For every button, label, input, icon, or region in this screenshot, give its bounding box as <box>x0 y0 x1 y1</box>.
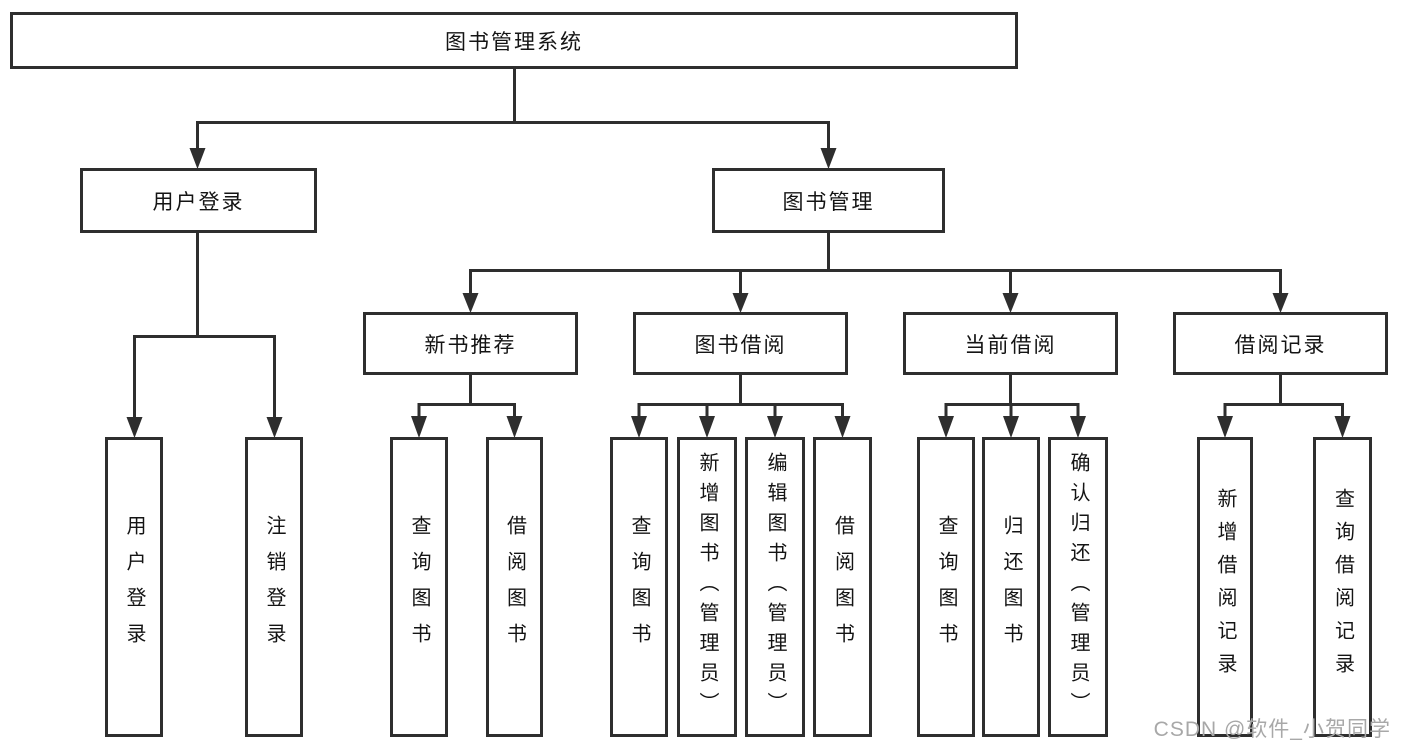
arrowheads-new-book-children <box>411 416 523 438</box>
node-new-book-recommendation: 新书推荐 <box>363 312 578 375</box>
node-label: 图书管理 <box>782 190 875 214</box>
connector-root-to-level2 <box>196 69 830 150</box>
node-user-login: 用户登录 <box>80 168 317 233</box>
node-label: 用户登录 <box>123 515 145 659</box>
node-label: 确认归还（管理员） <box>1067 452 1089 722</box>
leaf-user-login: 用户登录 <box>105 437 163 737</box>
connector-user-login-children <box>133 233 276 419</box>
leaf-query-book-recommend: 查询图书 <box>390 437 448 737</box>
leaf-query-book-borrowing: 查询图书 <box>610 437 668 737</box>
arrowheads-book-management-children <box>462 293 1289 313</box>
node-label: 借阅记录 <box>1234 333 1327 357</box>
arrowheads-root-to-level2 <box>189 148 837 169</box>
leaf-add-borrow-record: 新增借阅记录 <box>1197 437 1253 737</box>
csdn-watermark: CSDN @软件_小贺同学 <box>1153 718 1391 741</box>
leaf-add-book-admin: 新增图书（管理员） <box>677 437 737 737</box>
leaf-borrow-book-borrowing: 借阅图书 <box>813 437 872 737</box>
node-label: 用户登录 <box>152 190 245 214</box>
node-label: 查询图书 <box>935 515 957 659</box>
node-book-management: 图书管理 <box>712 168 945 233</box>
leaf-edit-book-admin: 编辑图书（管理员） <box>745 437 805 737</box>
node-label: 借阅图书 <box>831 515 854 659</box>
node-label: 编辑图书（管理员） <box>764 452 786 722</box>
leaf-return-book: 归还图书 <box>982 437 1040 737</box>
node-label: 查询图书 <box>628 515 650 659</box>
connector-current-borrowing-children <box>944 375 1080 418</box>
leaf-query-book-current: 查询图书 <box>917 437 975 737</box>
node-label: 新增借阅记录 <box>1214 488 1236 686</box>
node-label: 当前借阅 <box>964 333 1057 357</box>
node-label: 归还图书 <box>1000 515 1022 659</box>
arrowheads-book-borrowing-children <box>631 416 851 438</box>
node-label: 借阅图书 <box>503 515 526 659</box>
arrowheads-borrowing-records-children <box>1217 416 1351 438</box>
leaf-confirm-return-admin: 确认归还（管理员） <box>1048 437 1108 737</box>
node-label: 新书推荐 <box>424 333 517 357</box>
node-borrowing-records: 借阅记录 <box>1173 312 1388 375</box>
leaf-logout: 注销登录 <box>245 437 303 737</box>
arrowheads-current-borrowing-children <box>938 416 1086 438</box>
leaf-query-borrow-record: 查询借阅记录 <box>1313 437 1372 737</box>
connector-new-book-children <box>417 375 516 418</box>
node-label: 查询借阅记录 <box>1331 488 1354 686</box>
node-label: 查询图书 <box>408 515 430 659</box>
connector-book-management-children <box>469 233 1282 295</box>
leaf-borrow-book-recommend: 借阅图书 <box>486 437 543 737</box>
node-label: 图书管理系统 <box>445 30 583 54</box>
node-current-borrowing: 当前借阅 <box>903 312 1118 375</box>
connector-borrowing-records-children <box>1223 375 1344 418</box>
node-label: 图书借阅 <box>694 333 787 357</box>
connector-book-borrowing-children <box>637 375 844 418</box>
node-library-system: 图书管理系统 <box>10 12 1018 69</box>
node-label: 新增图书（管理员） <box>696 452 718 722</box>
node-book-borrowing: 图书借阅 <box>633 312 848 375</box>
arrowheads-user-login-children <box>126 417 283 438</box>
node-label: 注销登录 <box>263 515 285 659</box>
